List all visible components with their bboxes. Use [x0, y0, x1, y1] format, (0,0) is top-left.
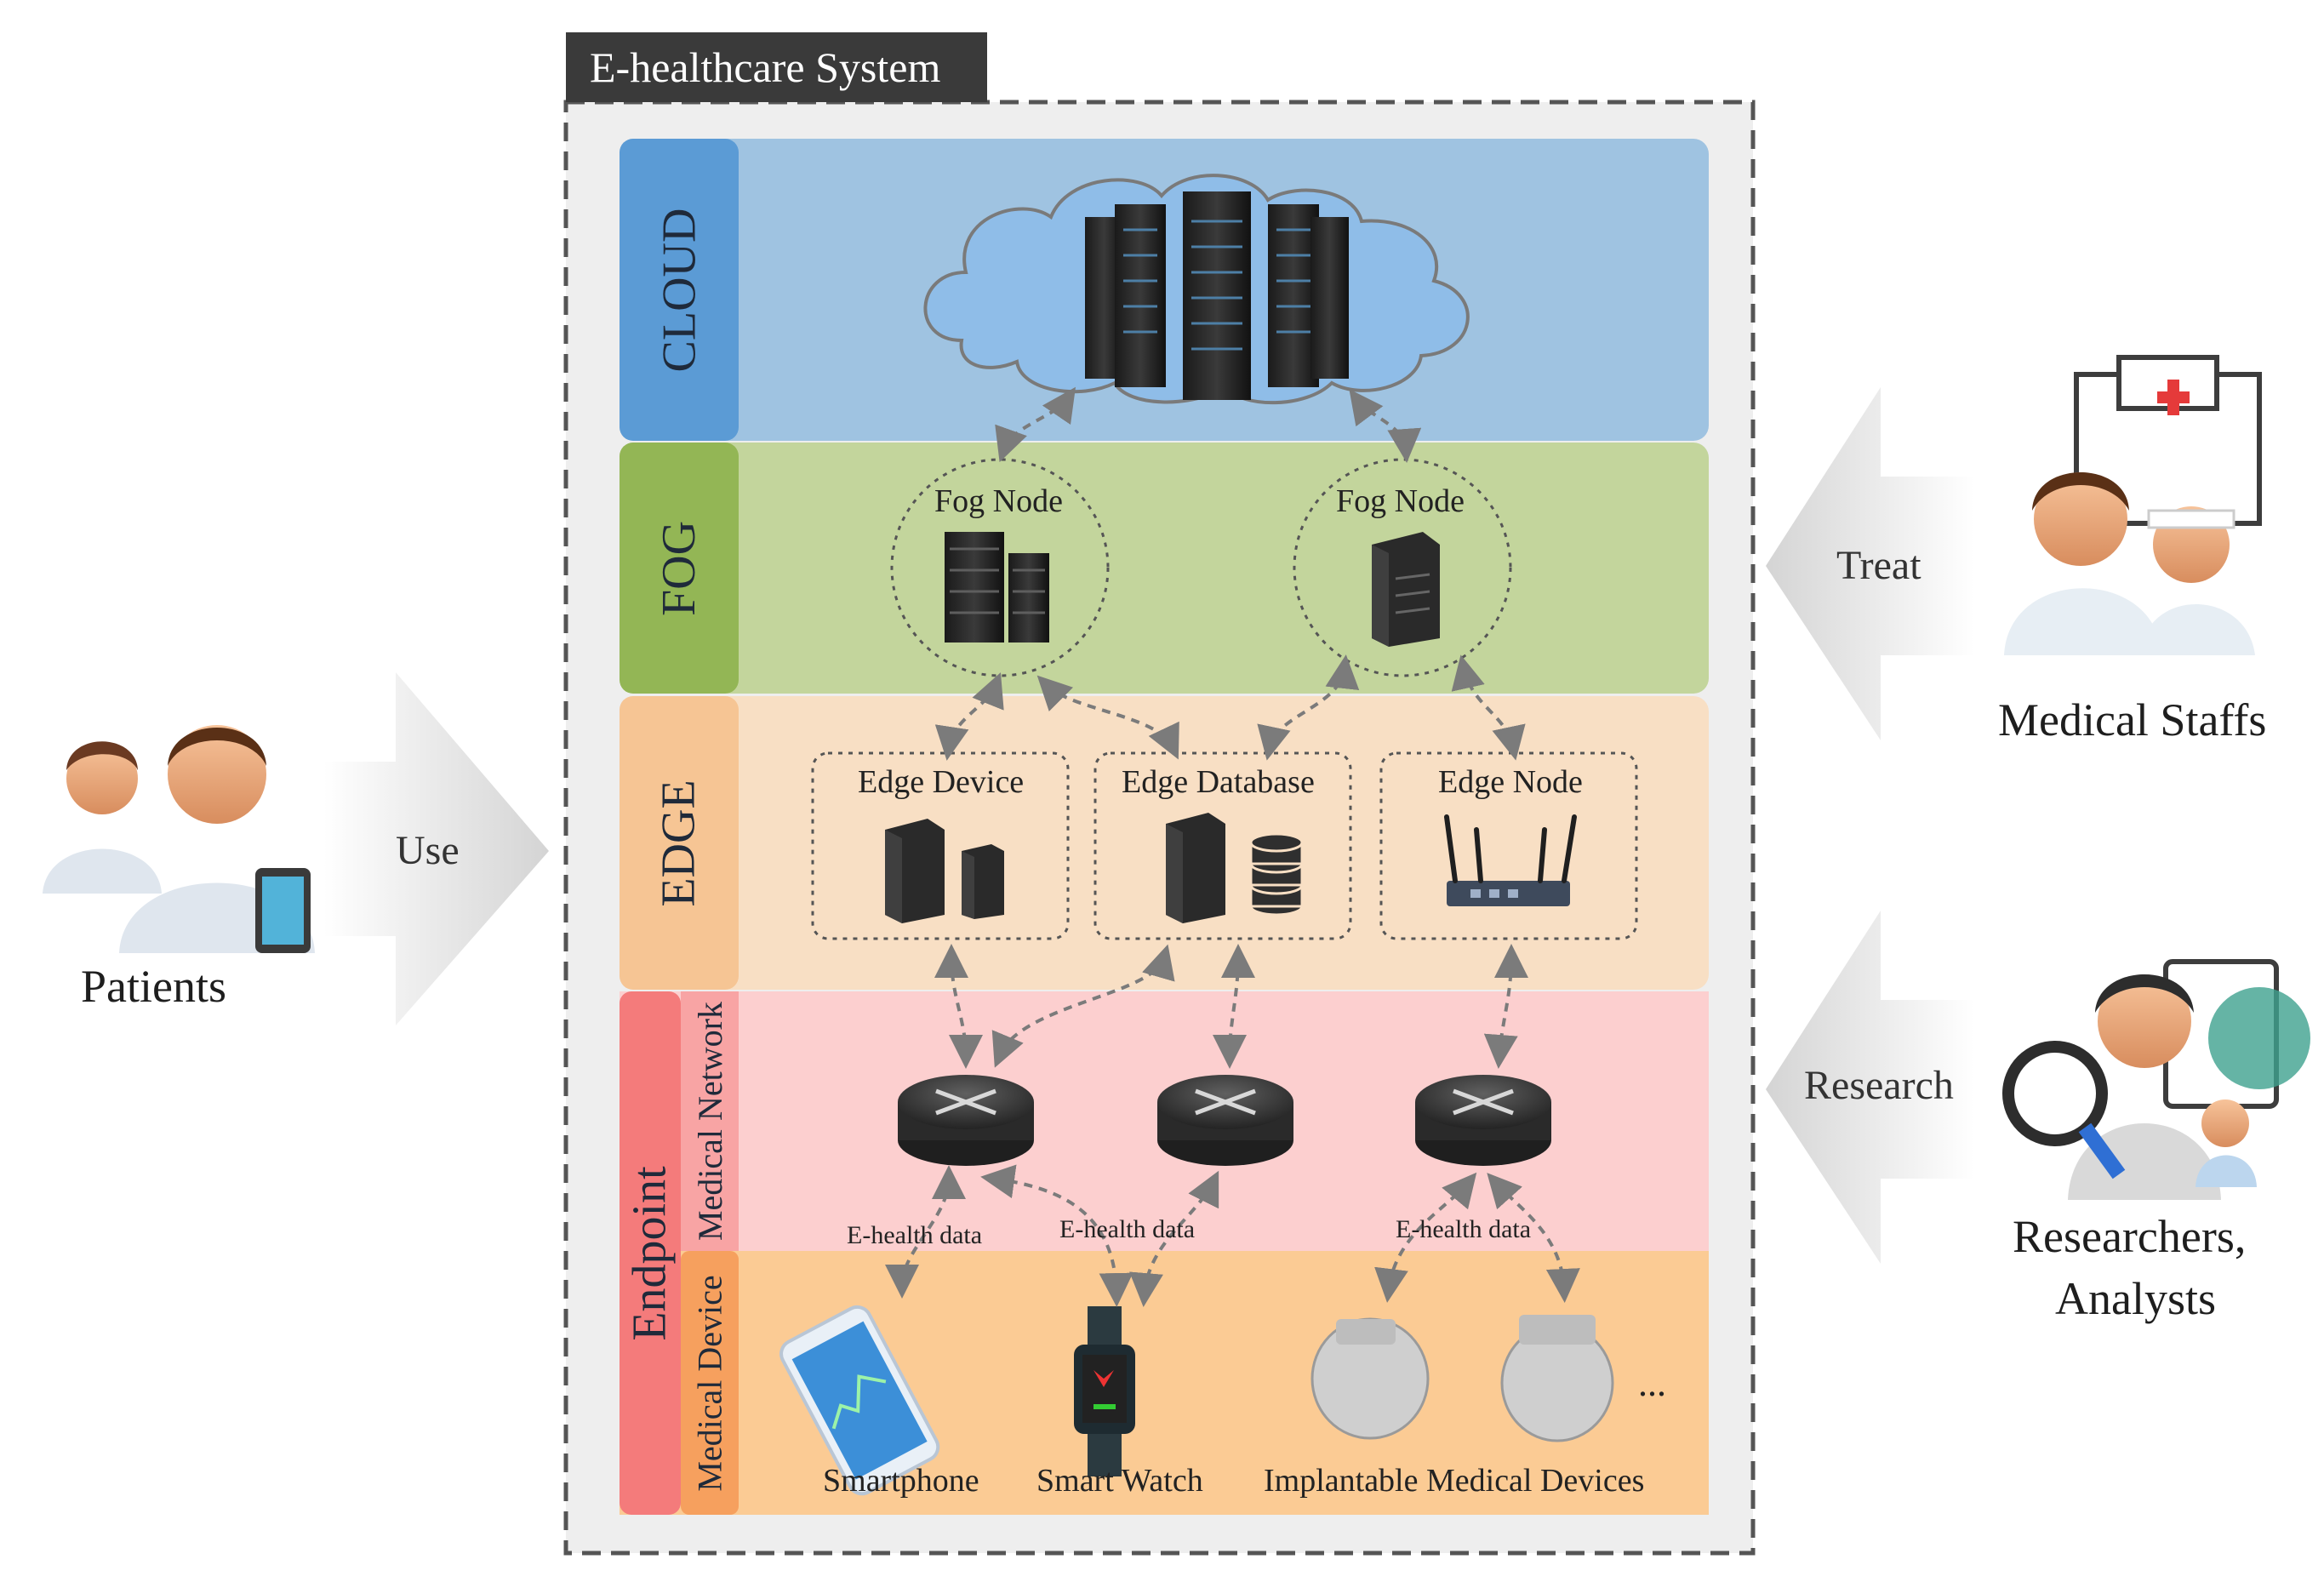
router-2-icon [1157, 1075, 1293, 1166]
fog-label: FOG [653, 520, 705, 616]
router-3-icon [1415, 1075, 1551, 1166]
patients-label: Patients [81, 961, 226, 1012]
medical-network-label: Medical Network [690, 1001, 729, 1242]
link-fog1-edgedb [1036, 675, 1179, 760]
implantable-devices-label: Implantable Medical Devices [1264, 1463, 1645, 1499]
router-1-icon [898, 1075, 1034, 1166]
edge-tab [620, 696, 739, 990]
endpoint-label: Endpoint [624, 1165, 677, 1341]
implantable-device-1-icon [1310, 1317, 1430, 1440]
edge-label: EDGE [653, 779, 706, 907]
medical-staffs-icon [2004, 355, 2262, 655]
ehealth-data-label-3: E-health data [1396, 1215, 1532, 1243]
smartwatch-label: Smart Watch [1036, 1463, 1203, 1499]
link-edgedb-router2 [1213, 944, 1255, 1069]
cloud-label-box: CLOUD [620, 139, 739, 441]
device-label-box: Medical Device [681, 1251, 739, 1515]
medical-device-label: Medical Device [690, 1274, 729, 1492]
edge-device-title: Edge Device [858, 764, 1025, 800]
fog-layer [620, 443, 1709, 694]
more-devices-ellipsis: ... [1638, 1362, 1666, 1404]
treat-label: Treat [1836, 543, 1921, 588]
research-arrow [1766, 911, 1974, 1264]
network-label-box: Medical Network [681, 991, 739, 1251]
edge-database-icon [1166, 813, 1304, 923]
link-fog2-edgenode [1451, 654, 1526, 761]
edge-box-database [1093, 751, 1352, 940]
edge-node-router-icon [1444, 814, 1577, 906]
research-label: Research [1804, 1063, 1954, 1108]
ehealth-data-label-2: E-health data [1059, 1215, 1196, 1243]
cloud-label: CLOUD [653, 208, 706, 372]
use-arrow [323, 672, 549, 1025]
implantable-device-2-icon [1500, 1315, 1614, 1442]
fog-node-title-2: Fog Node [1336, 483, 1465, 519]
edge-label-box: EDGE [620, 696, 739, 990]
cloud-servers-icon [1085, 191, 1349, 400]
endpoint-tab [620, 991, 681, 1515]
fog-server-icon-1 [945, 532, 1049, 643]
medical-staffs-label: Medical Staffs [1998, 694, 2267, 745]
network-tab [681, 991, 739, 1251]
device-tab [681, 1251, 739, 1515]
patients-icon [43, 725, 315, 953]
connectors [885, 386, 1580, 1307]
link-edgedb-router1 [991, 944, 1175, 1068]
fog-node-title-1: Fog Node [934, 483, 1063, 519]
link-edgenode-router3 [1483, 944, 1528, 1069]
researchers-label-line2: Analysts [2055, 1273, 2216, 1324]
fog-node-circle-2 [1293, 458, 1512, 677]
link-router3-implant2 [1487, 1173, 1580, 1303]
researchers-label-line1: Researchers, [2013, 1211, 2247, 1262]
link-cloud-fog1 [995, 386, 1076, 463]
fog-node-circle-1 [890, 458, 1110, 677]
smartwatch-icon [1074, 1306, 1135, 1476]
smartphone-label: Smartphone [823, 1463, 979, 1499]
link-router1-watch [980, 1164, 1133, 1307]
fog-server-icon-2 [1372, 532, 1440, 647]
fog-label-box: FOG [620, 443, 739, 694]
edge-database-title: Edge Database [1122, 764, 1315, 800]
smartphone-icon [779, 1305, 940, 1496]
edge-device-icon [885, 819, 1004, 923]
link-router3-implant1 [1374, 1172, 1477, 1303]
link-cloud-fog2 [1349, 389, 1422, 463]
link-router2-watch [1129, 1170, 1219, 1307]
link-edgedevice-router1 [934, 944, 983, 1069]
fog-tab [620, 443, 739, 694]
link-fog1-edgedevice [934, 672, 1004, 761]
edge-node-title: Edge Node [1438, 764, 1583, 800]
researchers-icon [2002, 959, 2310, 1200]
treat-arrow [1766, 387, 1974, 740]
system-title: E-healthcare System [566, 32, 987, 102]
endpoint-label-box: Endpoint [620, 991, 681, 1515]
cloud-tab [620, 139, 739, 441]
use-label: Use [396, 828, 460, 873]
ehealth-data-label-1: E-health data [847, 1221, 983, 1249]
